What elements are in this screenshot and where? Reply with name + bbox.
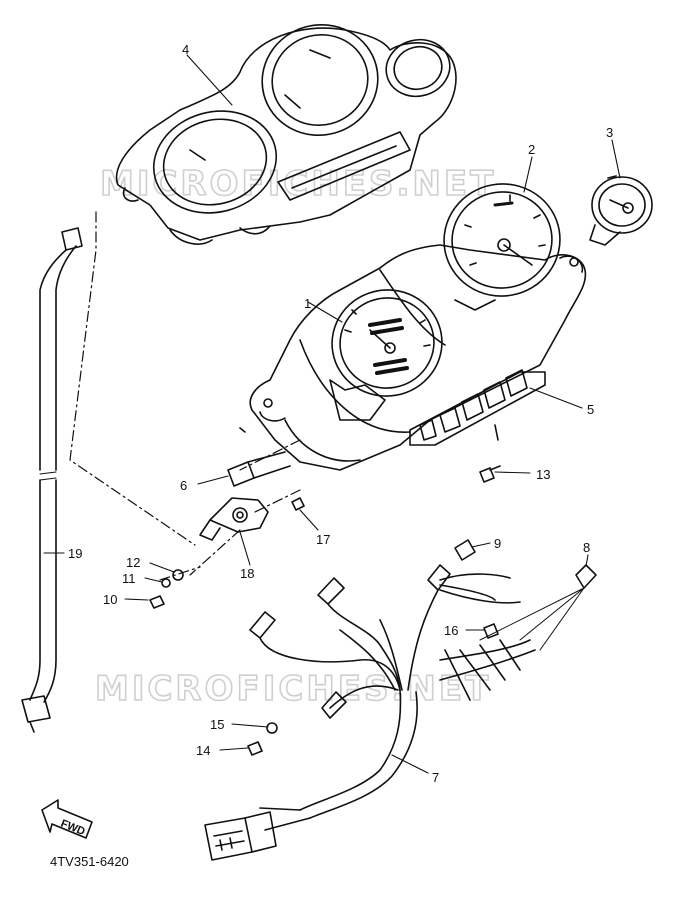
callout-15: 15: [210, 717, 224, 732]
callout-19: 19: [68, 546, 82, 561]
callout-3: 3: [606, 125, 613, 140]
callout-5: 5: [587, 402, 594, 417]
speedo-drive-bracket: [199, 497, 269, 541]
fuel-gauge: [589, 175, 653, 246]
callout-7: 7: [432, 770, 439, 785]
callout-17: 17: [316, 532, 330, 547]
callout-1: 1: [304, 296, 311, 311]
callout-16: 16: [444, 623, 458, 638]
fwd-arrow-icon: [41, 799, 93, 839]
callout-18: 18: [240, 566, 254, 581]
callout-10: 10: [103, 592, 117, 607]
callout-9: 9: [494, 536, 501, 551]
speedometer: [331, 289, 443, 397]
meter-case: [239, 244, 587, 471]
meter-cover: [115, 23, 457, 245]
callout-11: 11: [122, 571, 136, 586]
wire-harness: [204, 564, 536, 861]
callout-12: 12: [126, 555, 140, 570]
indicator-panel: [409, 369, 546, 446]
callout-13: 13: [536, 467, 550, 482]
speedometer-cable: [21, 227, 83, 733]
callout-8: 8: [583, 540, 590, 555]
callout-2: 2: [528, 142, 535, 157]
fwd-label: FWD: [59, 818, 87, 839]
watermark-bottom: MICROFICHES.NET: [95, 669, 491, 709]
callout-4: 4: [182, 42, 189, 57]
watermark-top: MICROFICHES.NET: [100, 164, 496, 204]
callout-6: 6: [180, 478, 187, 493]
bushing: [227, 451, 291, 487]
fasteners: [149, 465, 501, 756]
drawing-code: 4TV351-6420: [50, 854, 129, 869]
tachometer: [443, 183, 561, 297]
callout-14: 14: [196, 743, 210, 758]
bulbs: [454, 539, 597, 651]
